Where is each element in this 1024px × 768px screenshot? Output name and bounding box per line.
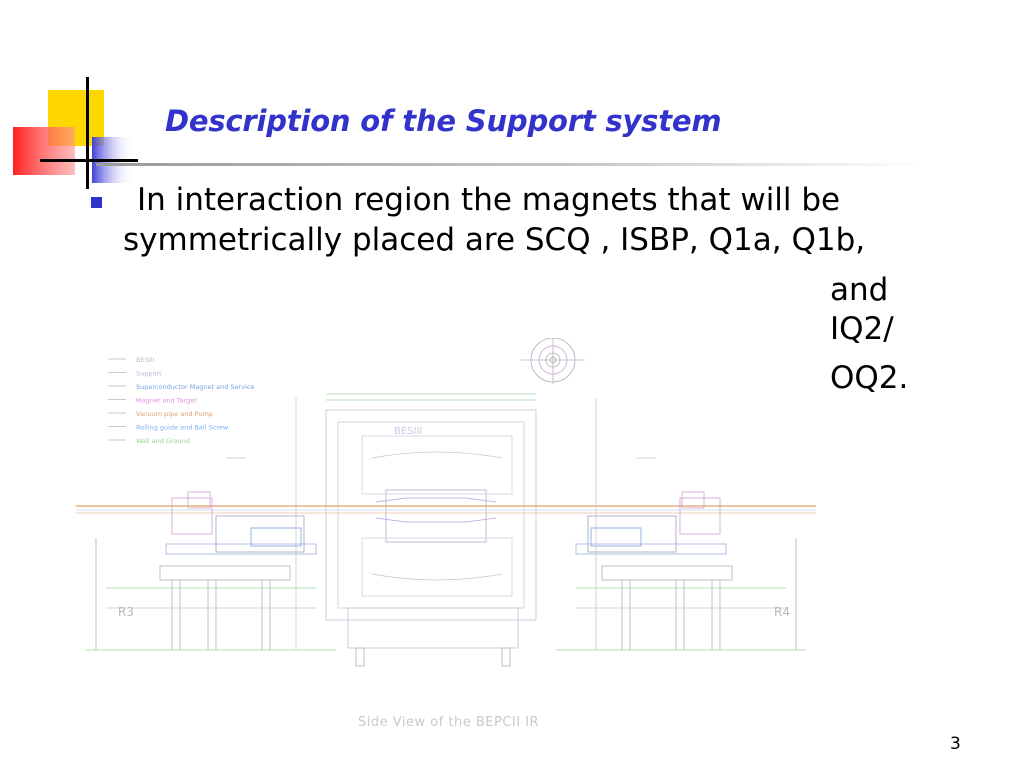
page-number: 3 <box>950 734 961 754</box>
slide-title: Description of the Support system <box>165 104 722 138</box>
legend-item: Rolling guide and Ball Screw <box>136 424 229 432</box>
left-support-structure <box>86 491 336 651</box>
title-divider <box>96 163 926 166</box>
room-label-left: R3 <box>118 605 134 619</box>
legend-item: Vacuum pipe and Pump <box>136 410 213 418</box>
right-support-structure <box>556 491 806 651</box>
beam-pipe-end-view <box>521 338 585 384</box>
legend-item: Superconductor Magnet and Service <box>136 383 254 391</box>
bullet-marker-icon <box>91 197 102 208</box>
bullet-text-line-2: symmetrically placed are SCQ , ISBP, Q1a… <box>123 222 866 258</box>
slide-logo <box>13 77 138 189</box>
bullet-text-line-1: In interaction region the magnets that w… <box>137 182 841 218</box>
bullet-continuation-3: OQ2. <box>830 360 909 396</box>
legend-item: BESIII <box>136 356 155 364</box>
detector-label: BESIII <box>394 426 422 437</box>
legend-item: Wall and Ground <box>136 437 190 445</box>
drawing-caption: Side View of the BEPCII IR <box>358 715 540 730</box>
logo-red-square <box>13 127 75 175</box>
bullet-continuation-1: and <box>830 272 889 308</box>
logo-horizontal-bar <box>40 159 138 162</box>
room-label-right: R4 <box>774 605 790 619</box>
bullet-continuation-2: IQ2/ <box>830 311 894 347</box>
beam-line <box>76 497 816 523</box>
legend-item: Magnet and Target <box>136 397 197 405</box>
legend-item: Support <box>136 370 162 378</box>
besiii-detector <box>325 393 537 667</box>
dimension-lines <box>106 398 786 650</box>
logo-vertical-bar <box>86 77 89 189</box>
